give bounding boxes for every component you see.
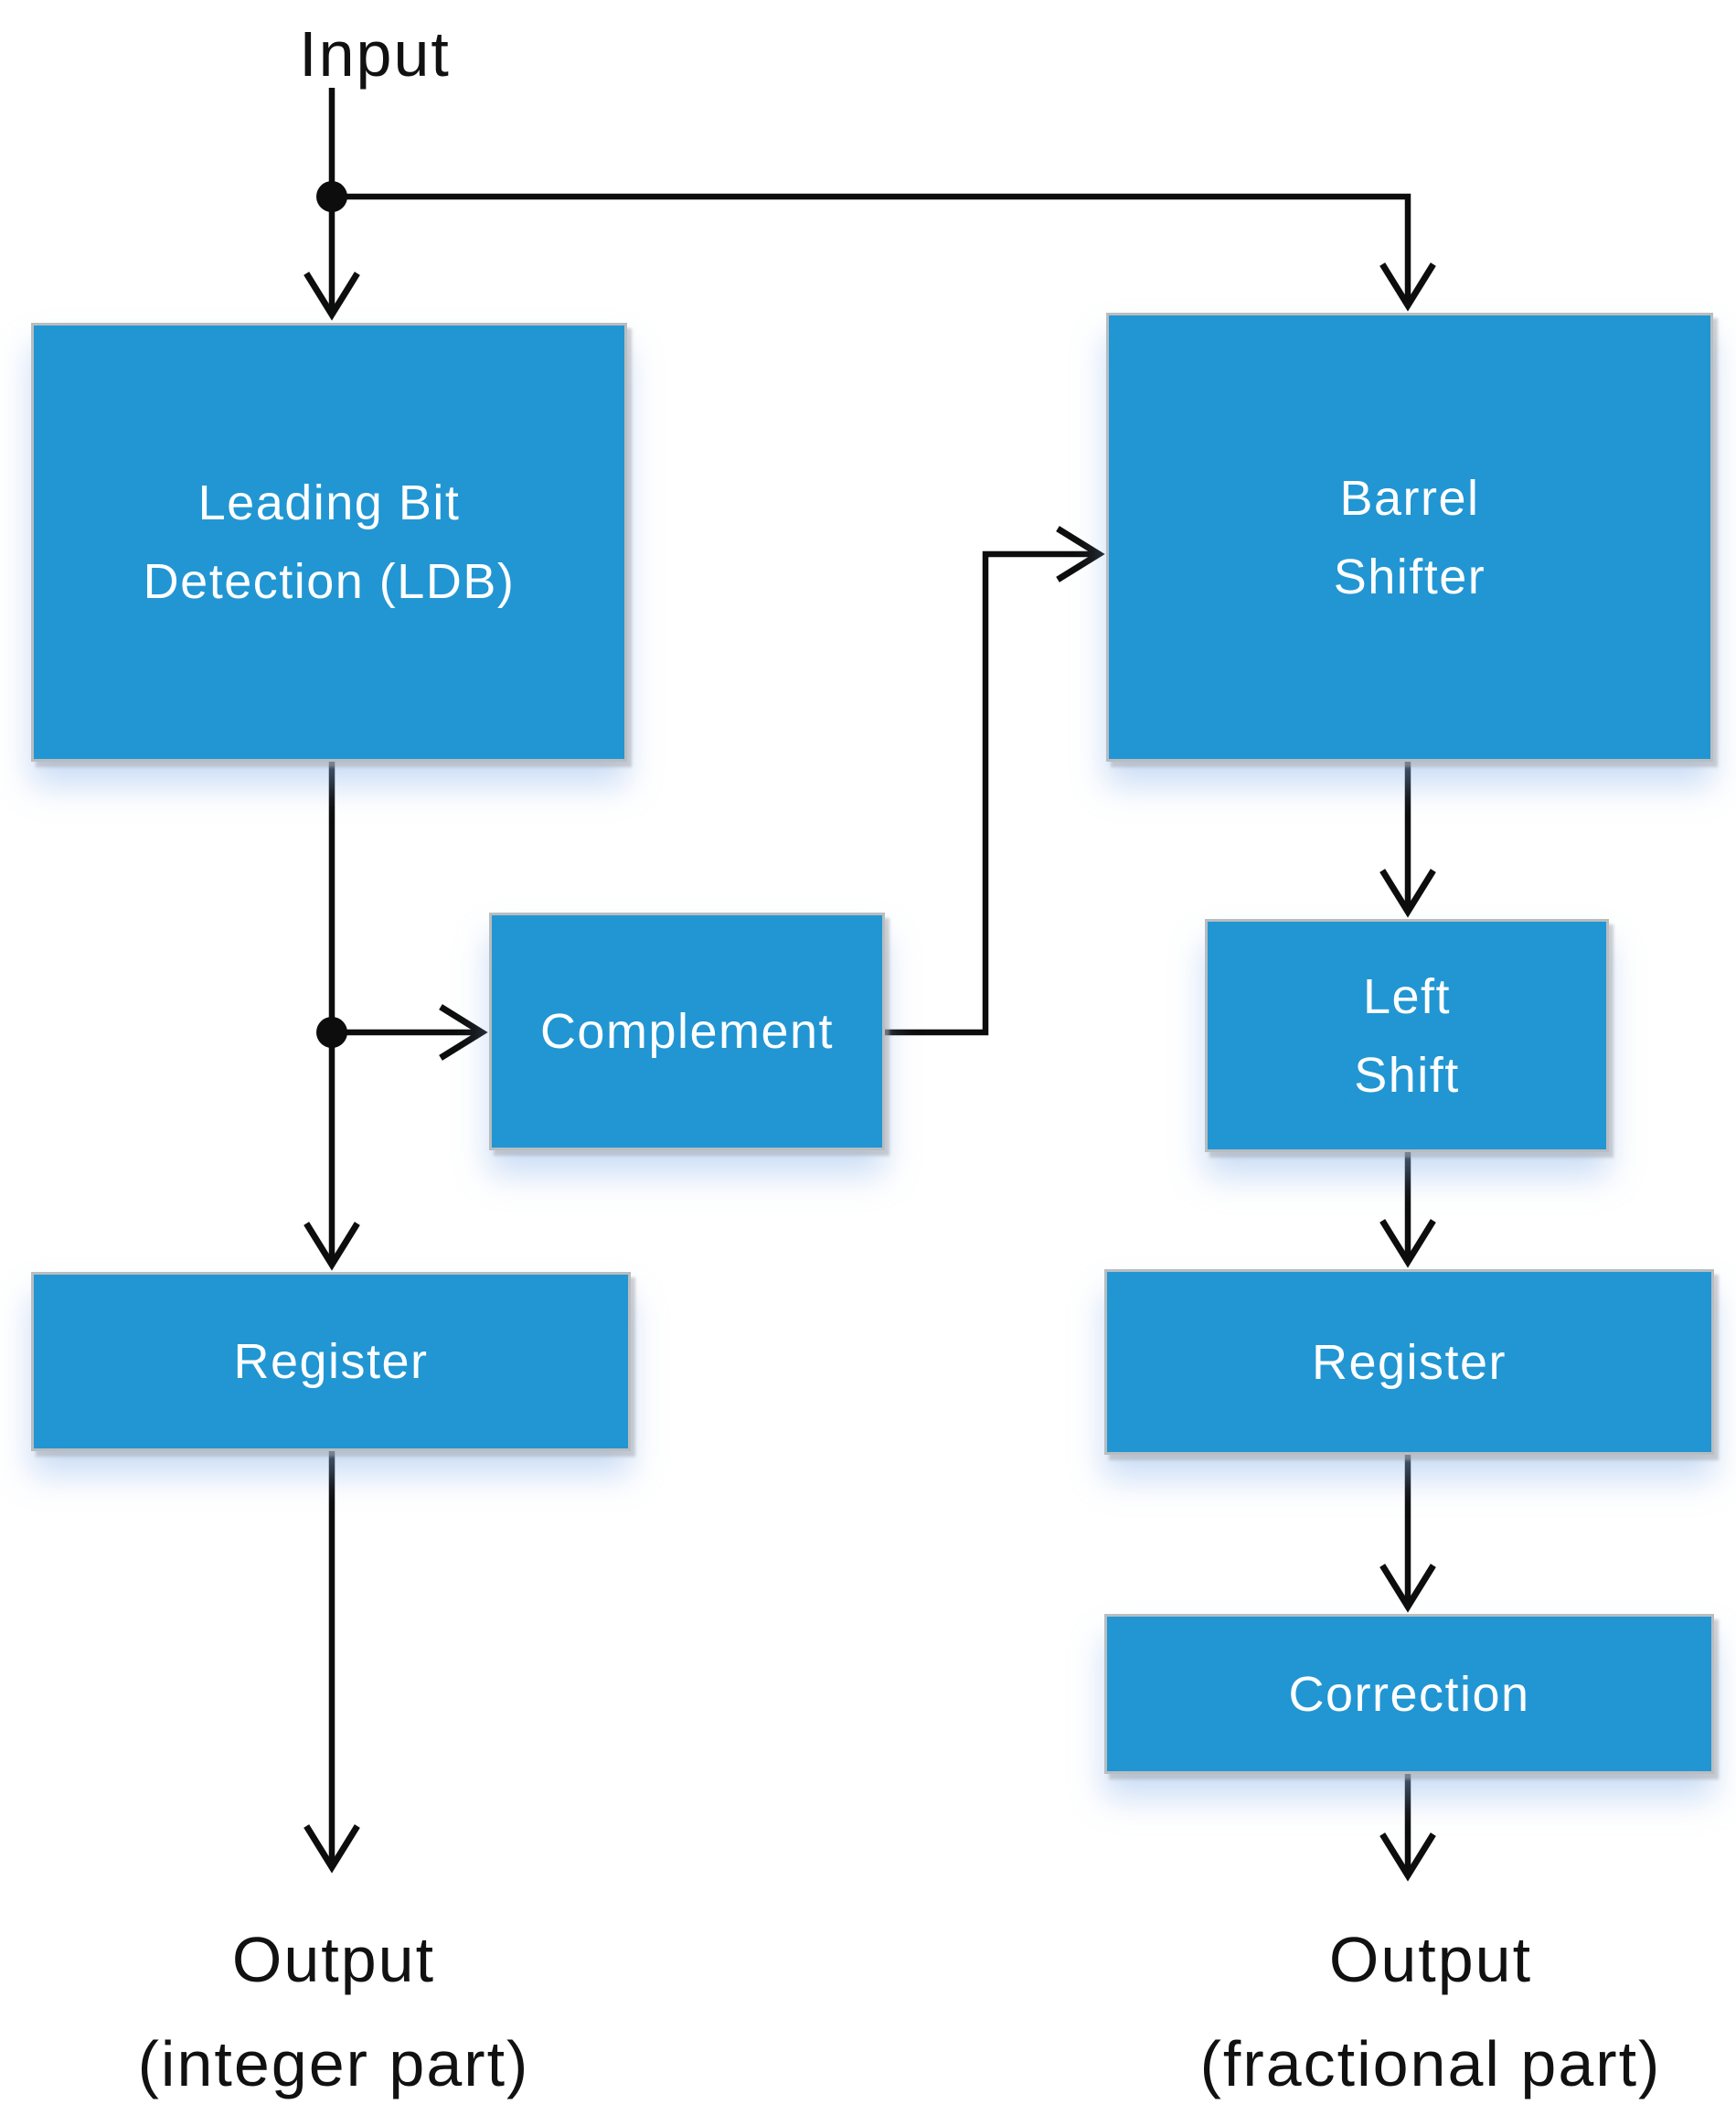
node-label-line: Barrel	[1339, 470, 1480, 526]
node-label: Register	[233, 1322, 428, 1401]
input-label-text: Input	[299, 18, 451, 90]
node-label-line: Complement	[539, 1004, 835, 1059]
node-label-line: Correction	[1288, 1666, 1530, 1722]
node-label: Complement	[540, 992, 834, 1071]
node-register-integer: Register	[31, 1272, 631, 1451]
input-label: Input	[146, 2, 603, 106]
node-leading-bit-detection: Leading Bit Detection (LDB)	[31, 323, 627, 762]
output-label-line: Output	[231, 1924, 436, 1995]
junction-dot-input-branch	[316, 181, 347, 212]
node-label-line: Detection (LDB)	[143, 554, 516, 609]
node-complement: Complement	[489, 913, 885, 1150]
junction-dot-ldb-branch	[316, 1017, 347, 1048]
node-label: Register	[1312, 1323, 1507, 1402]
node-label-line: Shift	[1354, 1047, 1460, 1103]
node-label: Correction	[1288, 1655, 1529, 1734]
node-label-line: Leading Bit	[197, 475, 461, 530]
node-label: Barrel Shifter	[1334, 459, 1486, 616]
edge-complement-to-barrel-shifter	[883, 526, 1105, 1036]
node-barrel-shifter: Barrel Shifter	[1106, 313, 1713, 762]
node-label-line: Register	[233, 1334, 429, 1389]
edge-input-to-barrel-shifter	[332, 193, 1436, 312]
node-label: Leading Bit Detection (LDB)	[144, 464, 516, 621]
node-register-fractional: Register	[1104, 1269, 1714, 1455]
node-correction: Correction	[1104, 1614, 1714, 1774]
node-label-line: Shifter	[1333, 549, 1486, 604]
output-label-line: (fractional part)	[1199, 2028, 1662, 2099]
node-left-shift: Left Shift	[1205, 919, 1609, 1152]
node-label: Left Shift	[1354, 957, 1460, 1115]
output-integer-label: Output (integer part)	[14, 1907, 654, 2115]
node-label-line: Left	[1362, 968, 1452, 1024]
output-label-line: (integer part)	[137, 2028, 530, 2099]
node-label-line: Register	[1311, 1334, 1507, 1390]
output-fractional-label: Output (fractional part)	[1111, 1907, 1736, 2115]
output-label-line: Output	[1328, 1924, 1533, 1995]
